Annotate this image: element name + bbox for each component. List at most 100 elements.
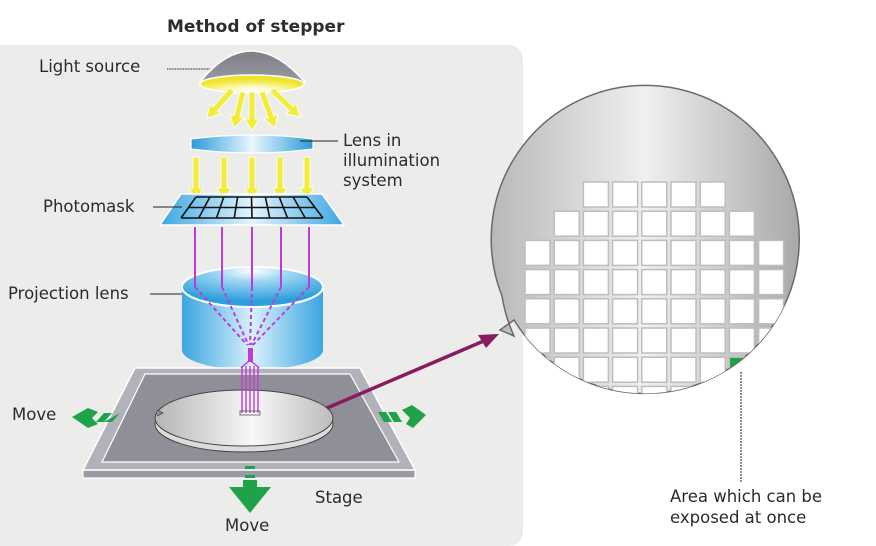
die-cell [699, 210, 726, 237]
die-cell [582, 181, 610, 208]
label-move-down: Move [225, 516, 270, 535]
exposure-beam [239, 348, 261, 416]
die-cell [582, 385, 610, 394]
die-cell [553, 268, 580, 296]
die-cell [611, 210, 639, 237]
die-cell [611, 268, 639, 296]
light-source [198, 50, 307, 94]
die-cell [671, 416, 696, 441]
label-photomask: Photomask [43, 197, 135, 216]
label-exposure-line2: exposed at once [670, 508, 807, 527]
die-cell [582, 239, 610, 267]
die-cell [670, 298, 697, 325]
die-cell [728, 210, 756, 237]
die-cell [757, 298, 785, 325]
light-ray-arrow-icon [244, 91, 260, 132]
label-exposure-line1: Area which can be [670, 487, 823, 506]
die-cell [670, 210, 697, 237]
die-cell [611, 298, 639, 325]
projection-ray-converging [250, 286, 282, 346]
die-cell [699, 327, 726, 354]
die-cell [553, 298, 580, 325]
die-cell [611, 385, 639, 394]
die-cell [699, 181, 726, 208]
die-cell [641, 210, 668, 237]
die-cell [728, 327, 756, 354]
die-cell [582, 210, 610, 237]
projection-ray-converging [249, 286, 253, 346]
die-cell [757, 356, 785, 383]
wafer-map [490, 84, 800, 441]
label-stage: Stage [315, 488, 363, 507]
lamp-rays [206, 87, 301, 132]
projection-ray-converging [221, 286, 250, 346]
projection-ray-converging [194, 286, 248, 346]
die-cell [641, 239, 668, 267]
die-cell [611, 327, 639, 354]
label-exposure-area: Area which can be exposed at once [670, 486, 822, 528]
die-cell [553, 239, 580, 267]
die-cell [670, 181, 697, 208]
wafer-on-stage [154, 389, 334, 453]
label-lens-line3: system [343, 171, 403, 190]
die-cell [670, 385, 697, 394]
die-cell [699, 298, 726, 325]
exposure-spot [239, 410, 261, 416]
projection-rays [194, 227, 310, 346]
die-cell [553, 356, 580, 383]
highlighted-die [728, 356, 756, 383]
beam-waist [248, 348, 253, 362]
die-cell [728, 298, 756, 325]
light-ray-arrow-icon [229, 90, 247, 129]
move-left-arrow-icon [72, 408, 120, 428]
beam-split [240, 359, 260, 369]
die-cell [611, 356, 639, 383]
label-lens-line1: Lens in [343, 131, 402, 150]
die-cell [670, 356, 697, 383]
die-cell [641, 268, 668, 296]
die-cell [641, 356, 668, 383]
photomask [158, 193, 346, 226]
die-cell [728, 385, 756, 394]
die-cell [524, 298, 551, 325]
die-cell [642, 416, 667, 441]
die-cell [583, 416, 608, 441]
die-cell [613, 416, 638, 441]
label-move-left: Move [12, 405, 57, 424]
die-cell [699, 385, 726, 394]
die-cell [524, 239, 551, 267]
lamp-glow [199, 74, 305, 94]
label-lens-illumination: Lens in illumination system [343, 131, 440, 191]
illumination-lens [190, 134, 314, 154]
die-cell [670, 239, 697, 267]
die-cell [524, 356, 551, 383]
die-cell [553, 210, 580, 237]
die-cell [582, 356, 610, 383]
die-cell [524, 268, 551, 296]
light-ray-arrow-icon [206, 87, 235, 119]
die-cell [641, 385, 668, 394]
lamp-dome-icon [198, 50, 307, 83]
light-ray-arrow-icon [258, 90, 279, 129]
move-down-arrow-icon [229, 466, 271, 513]
die-cell [757, 268, 785, 296]
die-cell [728, 268, 756, 296]
die-cell [641, 181, 668, 208]
die-cell [553, 327, 580, 354]
die-cell [757, 239, 785, 267]
die-cell [670, 268, 697, 296]
die-cell [553, 385, 580, 394]
label-projection-lens: Projection lens [8, 284, 129, 303]
label-light-source: Light source [39, 57, 141, 76]
diagram-title: Method of stepper [167, 17, 345, 37]
die-cell [728, 239, 756, 267]
die-cell [611, 181, 639, 208]
move-right-arrow-icon [378, 405, 426, 428]
die-cell [699, 268, 726, 296]
die-cell [641, 327, 668, 354]
die-cell [582, 327, 610, 354]
die-cell [641, 298, 668, 325]
die-cell [611, 239, 639, 267]
light-ray-arrow-icon [269, 87, 301, 118]
